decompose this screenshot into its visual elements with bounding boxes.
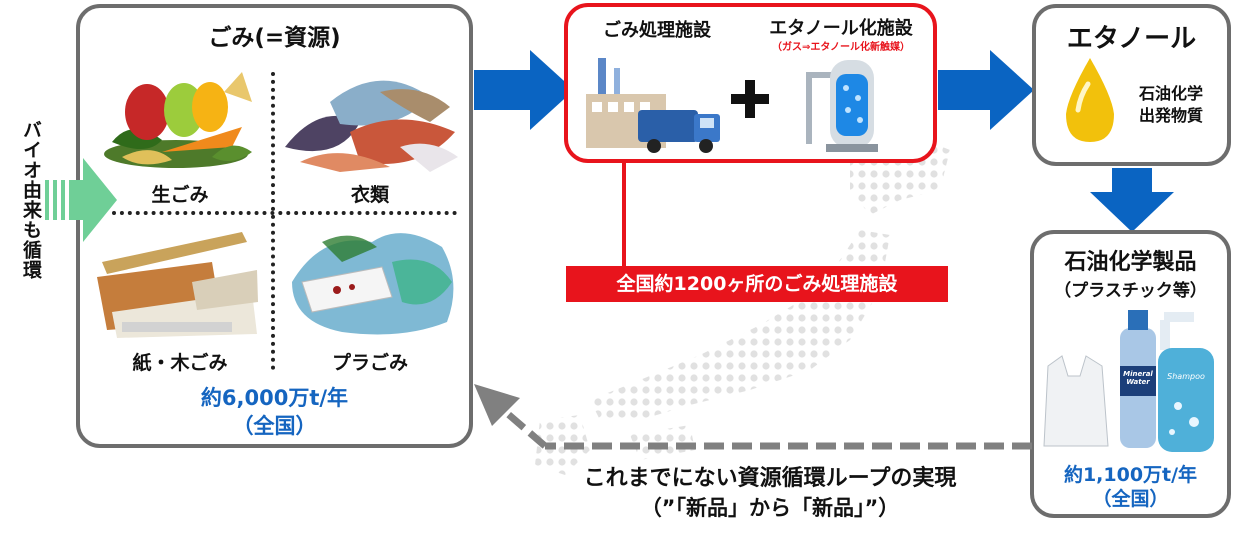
- ethanol-facility-subtitle: （ガス⇒エタノール化新触媒）: [771, 42, 911, 53]
- arrow-facility-to-ethanol: [938, 50, 1034, 130]
- water-label-line2: Water: [1126, 378, 1150, 386]
- plus-icon: [731, 80, 769, 118]
- ethanol-reactor-illustration: [806, 60, 878, 152]
- paper-wood-label: 紙・木ごみ: [132, 352, 228, 374]
- loop-text-line2: （”「新品」から「新品」”）: [640, 496, 900, 520]
- products-amount: 約1,100万t/年: [1063, 464, 1198, 486]
- quadrant-divider-horizontal: [112, 211, 457, 215]
- waste-amount: 約6,000万t/年: [200, 386, 349, 410]
- ethanol-facility-title: エタノール化施設: [769, 18, 913, 39]
- arrow-ethanol-to-products: [1090, 168, 1174, 232]
- quadrant-divider-vertical: [271, 72, 275, 370]
- paper-wood-illustration: [97, 232, 258, 338]
- products-title: 石油化学製品: [1064, 250, 1197, 275]
- bio-origin-label: バイオ由来も循環: [20, 120, 42, 280]
- ethanol-desc-line1: 石油化学: [1138, 84, 1203, 103]
- water-label-line1: Mineral: [1123, 370, 1153, 378]
- arrow-waste-to-facility: [474, 50, 574, 130]
- facility-count-callout: 全国約1200ヶ所のごみ処理施設: [566, 266, 948, 302]
- food-waste-label: 生ごみ: [151, 184, 209, 206]
- products-scope: （全国）: [1092, 488, 1169, 510]
- honshu-shape: [590, 230, 890, 420]
- waste-facility-title: ごみ処理施設: [603, 20, 711, 41]
- products-illustration: [1043, 310, 1214, 452]
- ethanol-box: [1032, 4, 1231, 166]
- ethanol-drop-icon: [1066, 58, 1114, 142]
- plastic-illustration: [292, 233, 454, 335]
- food-waste-illustration: [104, 72, 252, 168]
- clothing-illustration: [285, 80, 458, 172]
- ethanol-desc-line2: 出発物質: [1138, 106, 1203, 125]
- clothing-label: 衣類: [350, 184, 389, 206]
- products-subtitle: （プラスチック等）: [1054, 281, 1207, 301]
- plastic-label: プラごみ: [331, 352, 408, 374]
- recycling-loop-return-arrow: [474, 384, 1032, 450]
- water-bottle-label: Mineral Water: [1118, 370, 1158, 386]
- waste-scope: （全国）: [232, 414, 317, 438]
- shampoo-label: Shampoo: [1167, 372, 1205, 381]
- waste-box-title: ごみ(=資源): [208, 25, 341, 51]
- kyushu-shape: [535, 415, 590, 475]
- plastic-bag-icon: [1043, 355, 1109, 447]
- ethanol-title: エタノール: [1066, 24, 1197, 54]
- facility-callout-connector: [622, 162, 626, 270]
- loop-text-line1: これまでにない資源循環ループの実現: [583, 466, 957, 491]
- waste-plant-truck-illustration: [586, 58, 720, 153]
- bio-input-arrow: [45, 158, 117, 242]
